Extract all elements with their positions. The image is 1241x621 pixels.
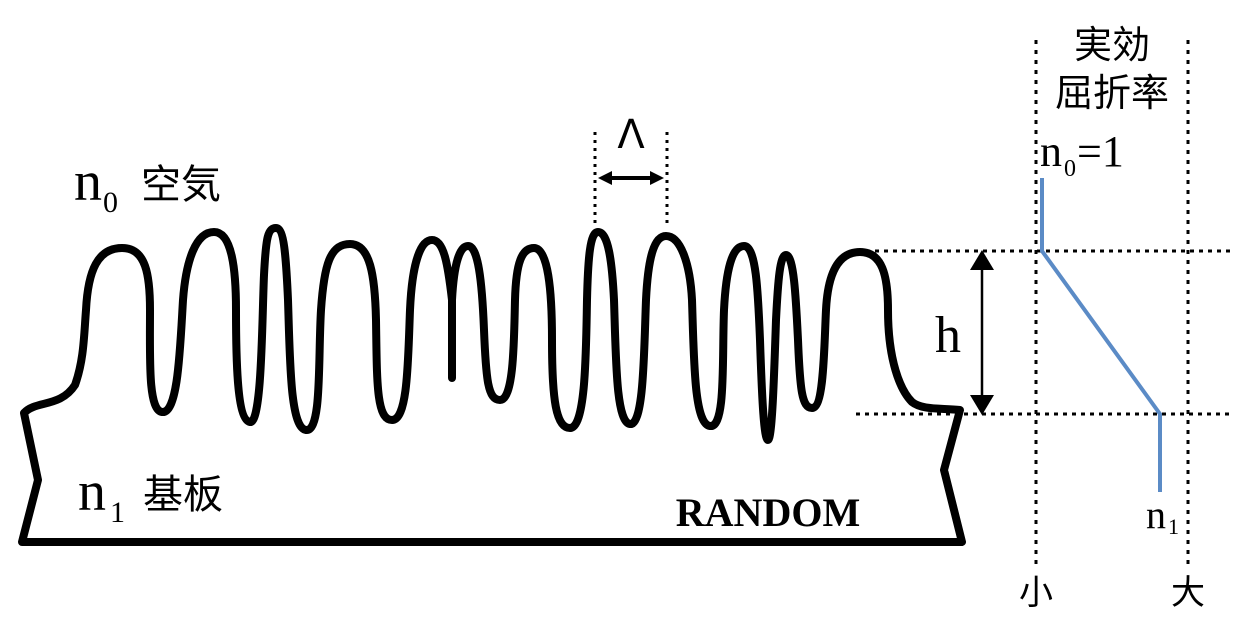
axis-large-label: 大 [1171,573,1205,613]
air-symbol: n [74,151,102,213]
n1-symbol: n [1146,492,1166,537]
period-arrow [598,171,664,185]
index-title-line1: 実効 [1074,23,1150,67]
substrate-outline [18,224,966,546]
n0-label: n 0 =1 [1040,127,1124,182]
index-title-backdrop [1042,18,1182,122]
period-label: Λ [617,112,645,158]
substrate-name: 基板 [143,472,223,518]
height-arrow [970,250,994,415]
n0-subscript: 0 [1064,156,1076,182]
substrate-subscript: 1 [110,496,125,529]
index-title-line2: 屈折率 [1055,71,1169,115]
air-name: 空気 [141,162,221,208]
effective-index-profile [1040,178,1162,492]
n1-label: n 1 [1146,492,1179,539]
axis-small-label: 小 [1019,573,1053,613]
substrate-symbol: n [78,461,106,523]
substrate-label: n 1 基板 [78,461,223,529]
n0-symbol: n [1040,127,1062,176]
height-label: h [935,307,961,364]
random-label: RANDOM [676,490,860,535]
axis-large-backdrop [1168,572,1208,612]
axis-small-backdrop [1016,572,1056,612]
n0-value: =1 [1077,127,1124,176]
n1-subscript: 1 [1168,514,1179,539]
air-subscript: 0 [103,186,118,219]
air-label: n 0 空気 [74,151,221,219]
